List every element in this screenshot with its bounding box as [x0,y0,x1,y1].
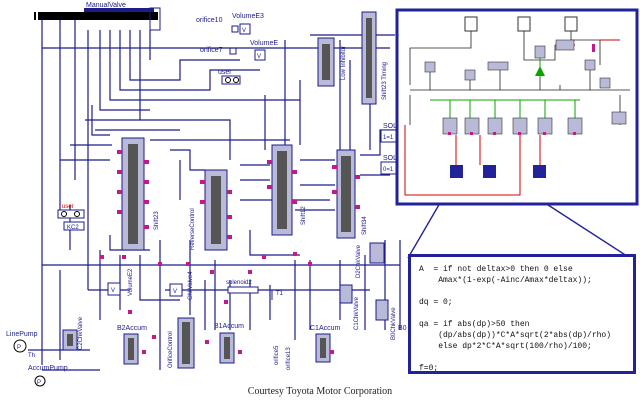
chk-valve4: V ChkValve4 [169,271,194,300]
volume-e3-label: VolumeE3 [232,13,264,20]
sol1-value: 0=1 [383,167,394,173]
d2-chk-valve: D2ChkValve [356,242,385,278]
wiring-network [28,20,401,371]
shift23-timing-valve: Shift23 Timing [361,11,388,105]
d2-chk-valve-label: D2ChkValve [356,244,362,278]
svg-text:P: P [37,380,41,386]
shift12-valve: Shift12 [267,144,307,236]
sol2-value: 1=1 [383,135,394,141]
code-line: A = if not deltax>0 then 0 else [419,265,573,274]
sol2-block: SOL2 1=1 [380,123,401,143]
sol2-label: SOL2 [383,123,401,130]
connector-markers [100,252,334,354]
shift34-valve: Shift34 [332,149,368,239]
th-label: Th [28,353,35,359]
c1-chk-valve: C1ChkValve [339,284,360,330]
code-line: Amax*(1-exp(-Ainc/Amax*deltax)); [419,276,592,285]
shift23-timing-label: Shift23 Timing [382,62,388,100]
code-line: (dp/abs(dp))*C*A*sqrt(2*abs(dp)/rho) [419,331,612,340]
b0-label: B0 [398,325,407,332]
low-inhibitor: Low Inhibitor [317,37,347,87]
sol1-block: SOL1 0=1 [380,155,401,175]
b0-chk-valve-label: B0ChkValve [391,307,397,340]
accum-pump-label: AccumPump [28,365,68,372]
shift12-label: Shift12 [301,206,307,225]
kc2-label: KC2 [67,225,79,231]
volume-e3-v: V [242,28,246,34]
sol1-label: SOL1 [383,155,401,162]
low-inhibitor-label: Low Inhibitor [341,46,347,80]
detail-inset [395,8,639,206]
orifice5-label: orifice5 [274,345,280,365]
orifice-group: orifice10 orifice7 VolumeE3 V VolumeE V … [196,13,278,85]
line-pump-label: LinePump [6,331,38,338]
shift34-label: Shift34 [362,216,368,235]
c2-chk-valve: C2ChkValve [62,316,84,351]
shift23-valve: Shift23 [117,137,160,251]
volume-e-label: VolumeE [250,40,278,47]
code-line: f=0; [419,364,439,373]
volume-e2: V VolumeE2 [107,268,134,296]
equation-code-box: A = if not deltax>0 then 0 else Amax*(1-… [408,254,636,374]
user-top-label: user [218,69,232,76]
reverse-control-valve: ReverseControl [190,169,232,251]
code-line [419,353,625,364]
orifice-control-label: OrificeControl [168,331,174,368]
line-pump: LinePump P Th [6,331,38,359]
code-line: else dp*2*C*A*sqrt(100/rho)/100; [419,342,592,351]
shift23-label: Shift23 [154,211,160,230]
volume-e-v: V [257,54,261,60]
accum-pump: AccumPump P [28,365,68,387]
c1-accum: C1Accum [310,325,341,363]
b0-chk-valve: B0ChkValve B0 [375,299,407,340]
reverse-control-label: ReverseControl [190,208,196,250]
t1-label: T1 [276,291,284,297]
solenoid2-label: solenoid2 [226,280,252,286]
credit-caption: Courtesy Toyota Motor Corporation [247,386,393,397]
b1-accum-label: B1Accum [214,323,244,330]
code-line: dq = 0; [419,298,453,307]
c2-chk-valve-label: C2ChkValve [78,316,84,350]
b1-accum: B1Accum [214,323,244,364]
user-left-label: user [62,204,74,210]
user-left-component: user KC2 [57,204,85,231]
b2-accum: B2Accum [117,325,147,365]
code-line [419,287,625,298]
b2-accum-label: B2Accum [117,325,147,332]
manual-valve-label: ManualValve [86,2,126,9]
code-line [419,309,625,320]
manual-valve: ManualValve [34,2,161,31]
code-line: qa = if abs(dp)>50 then [419,320,530,329]
orifice-control: OrificeControl [168,317,195,369]
chk-valve4-label: ChkValve4 [188,271,194,300]
orifice7-label: orifice7 [200,47,223,54]
c1-chk-valve-label: C1ChkValve [354,296,360,330]
solenoid2: solenoid2 T1 [226,280,284,300]
volume-e2-label: VolumeE2 [128,268,134,296]
orifice13-label: orifice13 [286,347,292,370]
c1-accum-label: C1Accum [310,325,341,332]
orifice5: orifice5 orifice13 [274,345,292,370]
orifice10-label: orifice10 [196,17,223,24]
line-pump-p: P [17,345,21,351]
svg-text:V: V [173,289,177,295]
svg-text:V: V [111,288,115,294]
